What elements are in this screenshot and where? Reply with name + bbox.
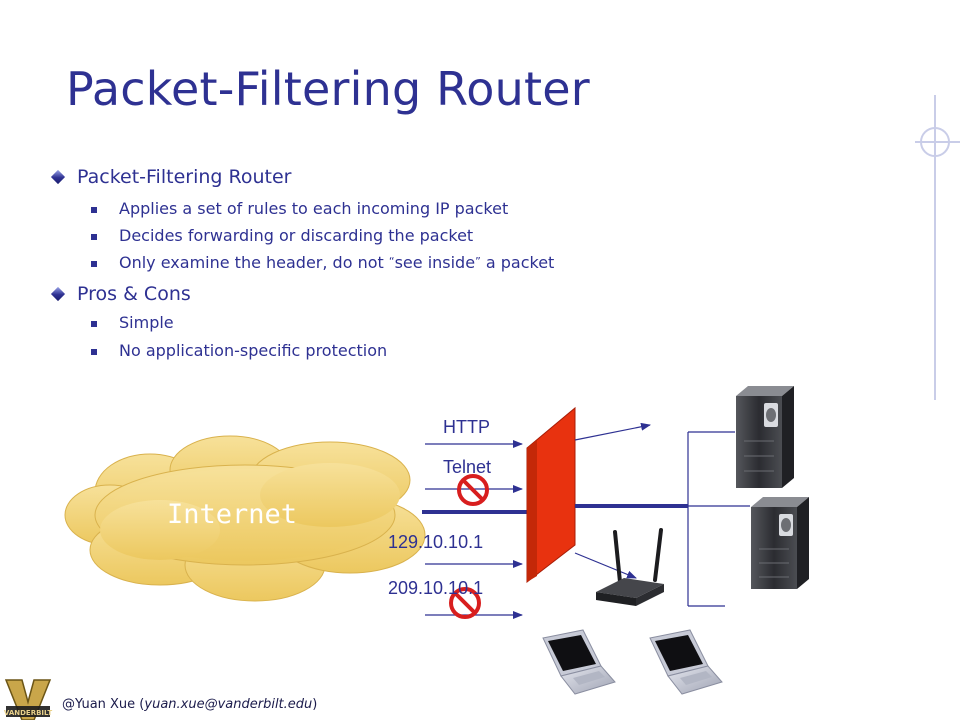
- footer-email[interactable]: yuan.xue@vanderbilt.edu: [144, 697, 313, 712]
- laptop-icon: [542, 629, 616, 695]
- footer-author: @Yuan Xue: [62, 697, 136, 712]
- subbullet-no-app-protection: No application-specific protection: [119, 341, 388, 360]
- square-bullet-icon: [91, 261, 97, 267]
- footer-credit: @Yuan Xue (yuan.xue@vanderbilt.edu): [62, 697, 318, 712]
- internet-label: Internet: [167, 499, 298, 530]
- subbullet-decides-forwarding: Decides forwarding or discarding the pac…: [119, 226, 474, 245]
- close-quote: ”: [475, 255, 481, 268]
- slide-title: Packet-Filtering Router: [66, 62, 590, 116]
- subbullet-applies-rules: Applies a set of rules to each incoming …: [119, 199, 509, 218]
- server-icon: [751, 497, 809, 589]
- subbullet-only-header: Only examine the header, do not “see ins…: [119, 253, 554, 272]
- arrow-out-ip: [574, 552, 637, 579]
- subbullet-simple: Simple: [119, 313, 174, 332]
- bullet-pros-cons: Pros & Cons: [77, 283, 191, 305]
- server-icon: [736, 386, 794, 488]
- square-bullet-icon: [91, 234, 97, 240]
- subbullet-only-header-quoted: see inside: [394, 253, 476, 272]
- square-bullet-icon: [91, 349, 97, 355]
- prohibited-icon: [449, 587, 481, 619]
- bullet-packet-filtering-router: Packet-Filtering Router: [77, 166, 292, 188]
- traffic-label-http: HTTP: [443, 417, 490, 437]
- traffic-label-ip-209: 209.10.10.1: [388, 578, 484, 598]
- laptop-icon: [649, 629, 723, 695]
- traffic-label-ip-129: 129.10.10.1: [388, 532, 484, 552]
- open-quote: “: [388, 255, 395, 268]
- subbullet-only-header-after: a packet: [480, 253, 555, 272]
- subbullet-only-header-before: Only examine the header, do not: [119, 253, 389, 272]
- square-bullet-icon: [91, 207, 97, 213]
- traffic-label-telnet: Telnet: [443, 457, 492, 477]
- svg-text:VANDERBILT: VANDERBILT: [4, 709, 52, 717]
- square-bullet-icon: [91, 321, 97, 327]
- internet-cloud: [64, 435, 426, 602]
- firewall-router: [526, 406, 576, 584]
- prohibited-icon: [457, 474, 489, 506]
- decorative-rule: [915, 95, 960, 400]
- vanderbilt-logo: VANDERBILT: [4, 679, 52, 720]
- arrow-out-http: [574, 422, 651, 441]
- wireless-router-icon: [596, 528, 664, 606]
